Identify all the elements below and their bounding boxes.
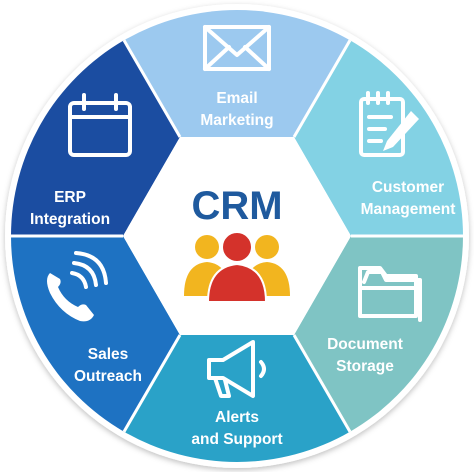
segment-divider <box>122 334 182 433</box>
segment-divider <box>292 39 352 138</box>
segment-erp-integration-shape <box>11 40 180 236</box>
segment-divider <box>292 334 352 433</box>
folder-icon <box>358 266 422 322</box>
segment-alerts-and-support-shape <box>124 335 350 462</box>
phone-call-icon <box>47 251 108 322</box>
segment-email-marketing-shape <box>124 10 350 137</box>
notepad-pencil-icon <box>359 91 419 157</box>
segment-divider <box>122 39 182 138</box>
megaphone-icon <box>207 340 266 398</box>
segment-customer-management-shape <box>294 40 463 236</box>
people-group-icon <box>184 231 290 303</box>
envelope-icon <box>203 25 271 71</box>
crm-title: CRM <box>191 184 282 228</box>
calendar-icon <box>68 93 132 157</box>
